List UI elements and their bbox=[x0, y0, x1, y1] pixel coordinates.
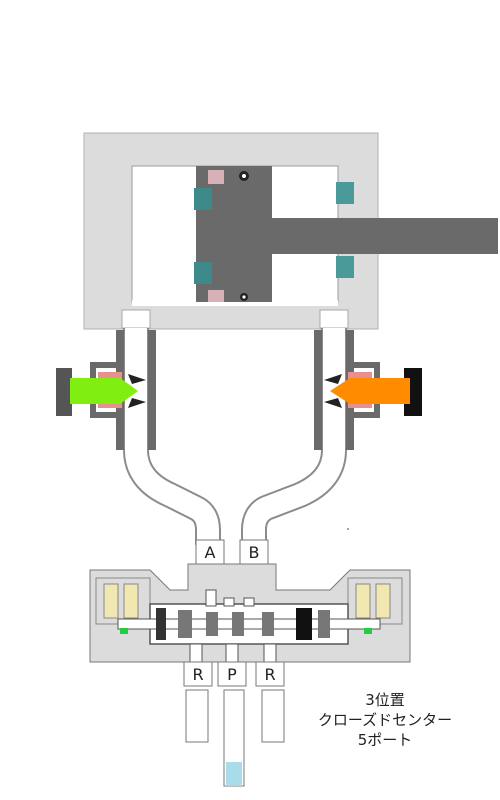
check-valve-left-icon bbox=[128, 374, 146, 408]
check-valve-right-icon bbox=[324, 374, 342, 408]
port-a-label: A bbox=[205, 543, 216, 562]
diagram-caption: 3位置 クローズドセンター 5ポート bbox=[300, 690, 470, 750]
solenoid-valve bbox=[89, 563, 411, 663]
solenoid-left-coil-1 bbox=[103, 583, 119, 619]
rod-gland bbox=[338, 218, 378, 254]
port-a-box bbox=[195, 539, 225, 565]
left-end-cap bbox=[56, 368, 72, 416]
flow-arrow-left-icon bbox=[330, 378, 410, 404]
rod-seal-teal-top bbox=[336, 182, 354, 204]
spool-land-1 bbox=[156, 608, 166, 640]
spool-land-2 bbox=[178, 610, 192, 638]
port-r-right-label: R bbox=[264, 665, 275, 684]
solenoid-right-coil-2 bbox=[375, 583, 391, 619]
right-seal-top bbox=[348, 372, 372, 380]
speed-controller-left bbox=[56, 330, 156, 450]
speed-controller-right bbox=[314, 330, 422, 450]
piston-seal-teal-bottom bbox=[194, 262, 212, 284]
piston-seal-pink-bottom bbox=[208, 290, 224, 302]
spool-land-6 bbox=[296, 608, 312, 640]
piston-seal-pink-top bbox=[208, 170, 224, 184]
cylinder-port-right bbox=[319, 309, 349, 329]
piston-bolt-bottom-inner bbox=[242, 295, 246, 299]
spool-land-4 bbox=[232, 612, 244, 636]
port-p-box bbox=[217, 661, 247, 687]
spool-land-3 bbox=[206, 612, 218, 636]
spool-land-7 bbox=[318, 610, 330, 638]
stray-dot bbox=[347, 528, 349, 530]
piston-rod bbox=[272, 218, 498, 254]
port-b-label: B bbox=[249, 543, 260, 562]
exhaust-pipe-right bbox=[261, 689, 285, 743]
bore-lower-lip bbox=[132, 300, 338, 306]
port-fittings-rpr: R P R bbox=[183, 661, 285, 787]
port-r-left-label: R bbox=[192, 665, 203, 684]
port-p-label: P bbox=[227, 665, 237, 684]
spool-rod bbox=[117, 618, 381, 630]
air-tubes bbox=[123, 328, 347, 545]
spool-land-5 bbox=[262, 612, 274, 636]
flow-arrow-right-icon bbox=[70, 378, 138, 404]
left-seal-top bbox=[98, 372, 122, 380]
port-fittings-ab: A B bbox=[195, 539, 269, 565]
pilot-indicator-left bbox=[120, 628, 128, 634]
piston-seal-teal-top bbox=[194, 188, 212, 210]
piston-bolt-top-inner bbox=[242, 174, 246, 178]
cylinder-port-left bbox=[121, 309, 151, 329]
pilot-indicator-right bbox=[364, 628, 372, 634]
port-r-right-box bbox=[255, 661, 285, 687]
supply-water bbox=[226, 762, 242, 786]
rod-seal-teal-bottom bbox=[336, 256, 354, 278]
caption-line-1: 3位置 bbox=[365, 691, 405, 709]
caption-line-3: 5ポート bbox=[357, 731, 413, 749]
double-acting-cylinder bbox=[83, 132, 498, 330]
caption-line-2: クローズドセンター bbox=[317, 711, 453, 729]
exhaust-pipe-left bbox=[185, 689, 209, 743]
port-r-left-box bbox=[183, 661, 213, 687]
solenoid-left-coil-2 bbox=[123, 583, 139, 619]
solenoid-right-coil-1 bbox=[355, 583, 371, 619]
